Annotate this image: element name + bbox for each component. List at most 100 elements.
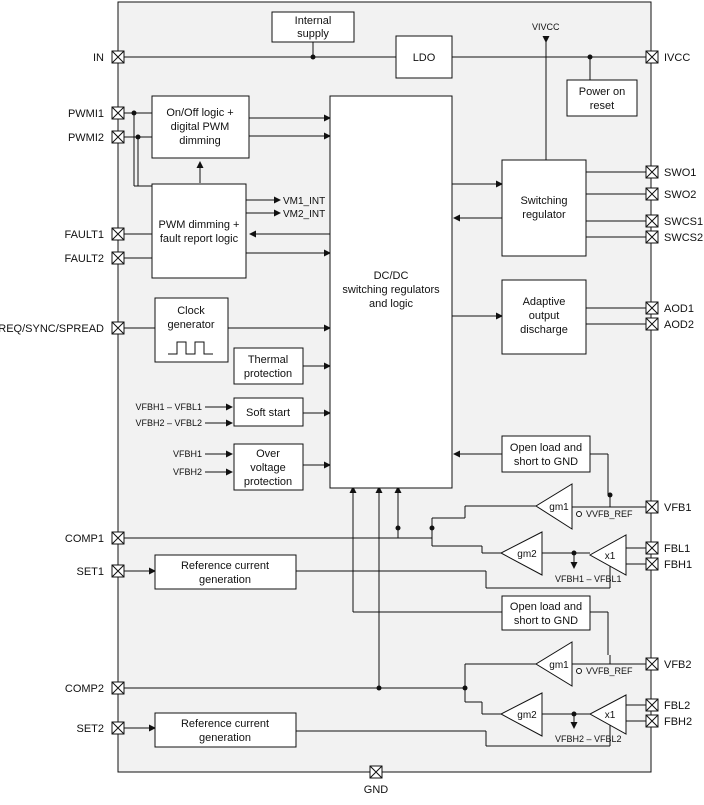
pin-in-label: IN [93,52,104,64]
x1-buffer-2: x1 [588,694,627,735]
pin-aod1: AOD1 [645,301,694,315]
soft-start-input-2-label: VFBH2 – VFBL2 [135,418,202,428]
onoff-label-1: On/Off logic + [166,107,233,119]
pin-comp2-label: COMP2 [65,683,104,695]
open-load-1-label-1: Open load and [510,442,582,454]
pin-pwmi1: PWMI1 [68,106,125,120]
switching-label-1: Switching [520,195,567,207]
onoff-label-3: dimming [179,135,221,147]
switching-label-2: regulator [522,209,566,221]
clock-label-1: Clock [177,305,205,317]
pin-fault1: FAULT1 [64,227,125,241]
pin-fault1-label: FAULT1 [64,229,104,241]
pin-freq: FREQ/SYNC/SPREAD [0,321,125,335]
ov-input-2-label: VFBH2 [173,467,202,477]
dcdc-label-2: switching regulators [342,284,440,296]
aod-label-3: discharge [520,324,568,336]
open-load-2-block: Open load and short to GND [501,595,591,631]
pwm-fault-block: PWM dimming + fault report logic [151,183,247,279]
ldo-label: LDO [413,52,436,64]
pin-comp2: COMP2 [65,681,125,695]
open-load-1-label-2: short to GND [514,456,578,468]
diff-1-label: VFBH1 – VFBL1 [555,574,622,584]
gm1-label-2: gm1 [549,660,569,671]
pin-fbh2: FBH2 [645,714,692,728]
ref2-label-1: Reference current [181,718,269,730]
dcdc-label-3: and logic [369,298,414,310]
ov-label-2: voltage [250,462,285,474]
power-on-reset-label-1: Power on [579,86,625,98]
clock-generator-block: Clock generator [154,297,229,363]
thermal-label-1: Thermal [248,354,288,366]
pin-comp1: COMP1 [65,531,125,545]
wires [124,36,646,772]
open-load-2-label-1: Open load and [510,601,582,613]
power-on-reset-label-2: reset [590,100,614,112]
thermal-label-2: protection [244,368,292,380]
pin-pwmi2-label: PWMI2 [68,132,104,144]
pin-set1-label: SET1 [76,566,104,578]
pin-gnd-label: GND [364,784,389,796]
x1-label-1: x1 [605,551,616,562]
pin-ivcc-label: IVCC [664,52,690,64]
pin-aod2: AOD2 [645,317,694,331]
pins-left: IN PWMI1 PWMI2 FAULT1 FAULT2 FREQ/SYNC/S… [0,50,389,796]
aod-label-2: output [529,310,560,322]
pin-swcs1: SWCS1 [645,214,703,228]
pin-fbl2-label: FBL2 [664,700,690,712]
pin-swo2-label: SWO2 [664,189,696,201]
pin-fbl2: FBL2 [645,698,690,712]
vm2-int-label: VM2_INT [283,209,325,220]
signal-labels: VIVCC VM1_INT VM2_INT VFBH1 – VFBL1 VFBH… [135,22,633,744]
pin-freq-label: FREQ/SYNC/SPREAD [0,323,104,335]
ov-label-3: protection [244,476,292,488]
pwm-fault-label-2: fault report logic [160,233,239,245]
pin-fbl1: FBL1 [645,541,690,555]
pin-aod1-label: AOD1 [664,303,694,315]
pin-comp1-label: COMP1 [65,533,104,545]
power-on-reset-block: Power on reset [566,79,638,117]
pin-vfb1: VFB1 [645,500,692,514]
thermal-protection-block: Thermal protection [233,347,304,385]
ref-current-1-block: Reference current generation [154,554,297,590]
pin-in: IN [93,50,125,64]
internal-supply-label-2: supply [297,28,329,40]
ov-input-1-label: VFBH1 [173,449,202,459]
x1-buffer-1: x1 [588,534,627,576]
x1-label-2: x1 [605,710,616,721]
dcdc-core-block: DC/DC switching regulators and logic [329,95,453,489]
vfb-ref-2-label: VVFB_REF [586,666,633,676]
gm1-amplifier-1: gm1 [535,483,582,530]
pin-gnd: GND [364,765,389,796]
gm2-amplifier-2: gm2 [499,692,543,737]
ldo-block: LDO [395,35,453,79]
aod-block: Adaptive output discharge [501,279,587,355]
pin-swo1: SWO1 [645,165,696,179]
pin-fbh1-label: FBH1 [664,559,692,571]
onoff-label-2: digital PWM [171,121,230,133]
vfb-ref-1-label: VVFB_REF [586,509,633,519]
ref1-label-1: Reference current [181,560,269,572]
pin-fbh1: FBH1 [645,557,692,571]
pin-vfb2: VFB2 [645,657,692,671]
ref2-label-2: generation [199,732,251,744]
pin-vfb1-label: VFB1 [664,502,692,514]
open-load-1-block: Open load and short to GND [501,435,591,473]
diff-2-label: VFBH2 – VFBL2 [555,734,622,744]
pin-fbh2-label: FBH2 [664,716,692,728]
gm2-label-2: gm2 [517,710,537,721]
pin-pwmi1-label: PWMI1 [68,108,104,120]
soft-start-input-1-label: VFBH1 – VFBL1 [135,402,202,412]
vm1-int-label: VM1_INT [283,196,325,207]
gm2-amplifier-1: gm2 [499,531,543,576]
pin-pwmi2: PWMI2 [68,130,125,144]
gm1-amplifier-2: gm1 [535,641,582,687]
pin-set2: SET2 [76,721,125,735]
pin-swcs1-label: SWCS1 [664,216,703,228]
ref1-label-2: generation [199,574,251,586]
pin-set2-label: SET2 [76,723,104,735]
gm2-label-1: gm2 [517,549,537,560]
clock-waveform-icon [168,341,213,355]
